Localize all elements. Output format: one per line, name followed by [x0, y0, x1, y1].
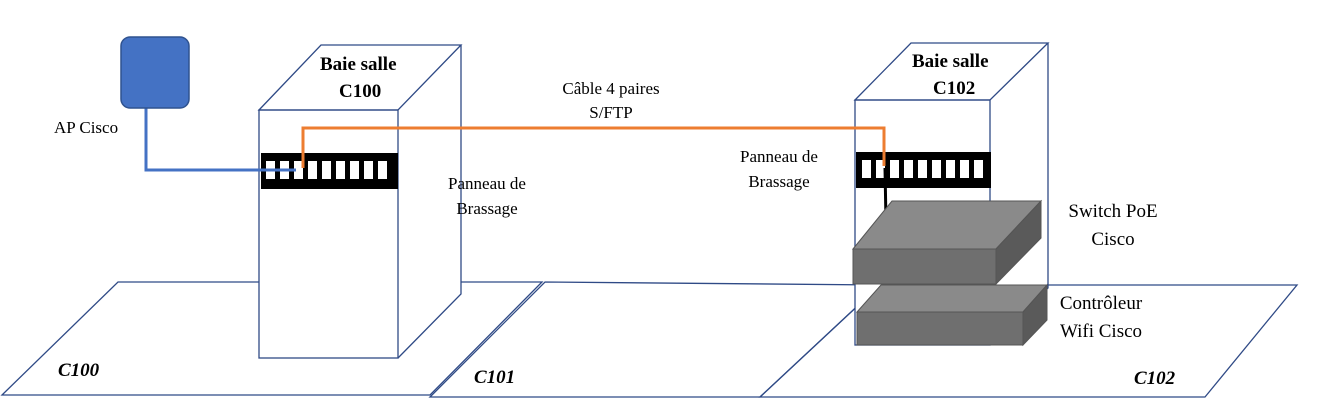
rack-c100 — [257, 44, 463, 359]
rack-c102-title-line2: C102 — [933, 78, 975, 99]
ap-square-icon — [120, 36, 190, 109]
rack-c100-title-line1: Baie salle — [320, 54, 397, 75]
cable-label-line1: Câble 4 paires — [562, 79, 659, 98]
switch-box-icon — [851, 199, 1043, 286]
room-label-c101: C101 — [474, 367, 515, 388]
ap-cable — [144, 108, 296, 172]
sftp-cable — [301, 126, 886, 168]
patch-panel-icon — [856, 152, 991, 188]
rack-c100-title-line2: C100 — [339, 81, 381, 102]
room-label-c102: C102 — [1134, 368, 1176, 389]
panel-right-label-line2: Brassage — [748, 172, 809, 191]
panel-left-label-line2: Brassage — [456, 199, 517, 218]
switch-label-line1: Switch PoE — [1068, 201, 1157, 222]
controller-box-icon — [855, 283, 1049, 347]
room-label-c100: C100 — [58, 360, 100, 381]
cable-label-line2: S/FTP — [589, 103, 632, 122]
controller-label-line1: Contrôleur — [1060, 293, 1143, 314]
ap-label: AP Cisco — [54, 118, 118, 137]
controller-label-line2: Wifi Cisco — [1060, 321, 1142, 342]
switch-label-line2: Cisco — [1091, 229, 1134, 250]
rack-c102-title-line1: Baie salle — [912, 51, 989, 72]
floor-c102 — [758, 284, 1299, 398]
panel-left-label-line1: Panneau de — [448, 174, 526, 193]
panel-right-label-line1: Panneau de — [740, 147, 818, 166]
